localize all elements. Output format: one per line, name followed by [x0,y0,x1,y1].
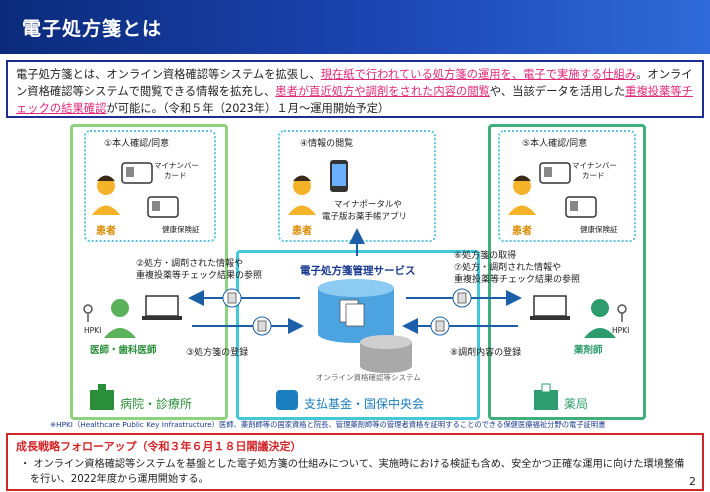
step-6-label: ⑥処方箋の取得 [454,251,517,261]
step-7-label-line1: ⑦処方・調剤された情報や [454,263,562,273]
insurance-card-label: 健康保険証 [580,225,618,234]
patient-label: 患者 [292,226,312,237]
patient-icon [508,175,536,215]
step-4-label: ④情報の閲覧 [300,139,354,149]
patient-box-pharmacy [498,130,636,242]
insurance-card-icon [565,196,597,218]
database-icon [276,390,298,410]
document-icon [452,288,472,308]
portal-label-line2: 電子版お薬手帳アプリ [322,212,408,222]
patient-icon [92,175,120,215]
intro-text-3: や、当該データを活用した [489,85,626,98]
diagram-graphics [83,160,627,410]
pharmacy-icon [534,383,558,410]
pharmacy-label: 薬局 [564,397,589,411]
intro-highlight-3: 重複投薬等チェックの結果確認 [16,85,693,115]
growth-strategy-box: 成長戦略フォローアップ（令和３年６月１８日閣議決定） ・ オンライン資格確認等シ… [6,433,704,491]
document-icon [430,316,450,336]
hpki-label-right: HPKI [612,326,630,335]
intro-text-2: 。オンライン資格確認等システムで閲覧できる情報を拡充し、 [16,68,693,98]
hpki-label-left: HPKI [84,326,102,335]
mynumber-card-label-line1: マイナンバー [154,161,199,170]
database-icon [360,335,412,373]
mynumber-card-icon [539,162,571,184]
step-3-label: ③処方箋の登録 [186,348,249,358]
page-title: 電子処方箋とは [22,18,163,40]
growth-title: 成長戦略フォローアップ（令和３年６月１８日閣議決定） [16,440,302,453]
database-icon [318,279,394,343]
document-icon [252,316,272,336]
doctor-label: 医師・歯科医師 [90,345,157,356]
mynumber-card-icon [121,162,153,184]
hospital-panel [70,124,228,420]
hospital-icon [90,384,114,410]
intro-text-1: 電子処方箋とは、オンライン資格確認等システムを拡張し、 [16,68,321,81]
step-5-label: ⑤本人確認/同意 [522,139,588,149]
patient-icon [288,175,316,215]
step-8-label: ⑧調剤内容の登録 [450,348,522,358]
page-header: 電子処方箋とは [0,0,710,54]
document-icon [222,288,242,308]
step-2-label-line1: ②処方・調剤された情報や [136,259,244,269]
mynumber-card-label-line2: カード [582,171,605,180]
patient-box-hospital [84,130,216,242]
step-7-label-line2: 重複投薬等チェック結果の参照 [454,275,581,285]
intro-box: 電子処方箋とは、オンライン資格確認等システムを拡張し、現在紙で行われている処方箋… [6,60,704,118]
pharmacist-label: 薬剤師 [574,345,603,356]
online-system-label: オンライン資格確認等システム [316,373,421,382]
mynumber-card-label-line2: カード [164,171,187,180]
service-title: 電子処方箋管理サービス [300,265,416,277]
portal-label-line1: マイナポータルや [334,200,402,210]
pharmacist-icon [584,299,616,338]
hpki-footnote: ※HPKI（Healthcare Public Key Infrastructu… [50,420,606,429]
intro-text-4: が可能に。（令和５年（2023年）１月～運用開始予定） [106,102,390,115]
intro-highlight-1: 現在紙で行われている処方箋の運用を、電子で実施する仕組み [320,68,637,81]
patient-label: 患者 [96,226,116,237]
intro-highlight-2: 患者が直近処方や調剤をされた内容の閲覧 [275,85,490,98]
growth-body: ・ オンライン資格確認等システムを基盤とした電子処方箋の仕組みについて、実施時に… [20,459,685,485]
insurance-card-icon [147,196,179,218]
mynumber-card-label-line1: マイナンバー [572,161,617,170]
key-icon [617,304,627,322]
insurance-card-label: 健康保険証 [162,225,200,234]
pharmacy-panel [488,124,646,420]
step-1-label: ①本人確認/同意 [104,139,170,149]
smartphone-icon [330,160,348,192]
doctor-icon [104,299,136,338]
patient-label: 患者 [512,226,532,237]
step-2-label-line2: 重複投薬等チェック結果の参照 [136,271,263,281]
hospital-label: 病院・診療所 [120,397,193,411]
fund-label: 支払基金・国保中央会 [304,397,425,411]
page-number: 2 [689,475,696,488]
laptop-icon [530,295,570,320]
key-icon [83,304,93,322]
laptop-icon [142,295,182,320]
